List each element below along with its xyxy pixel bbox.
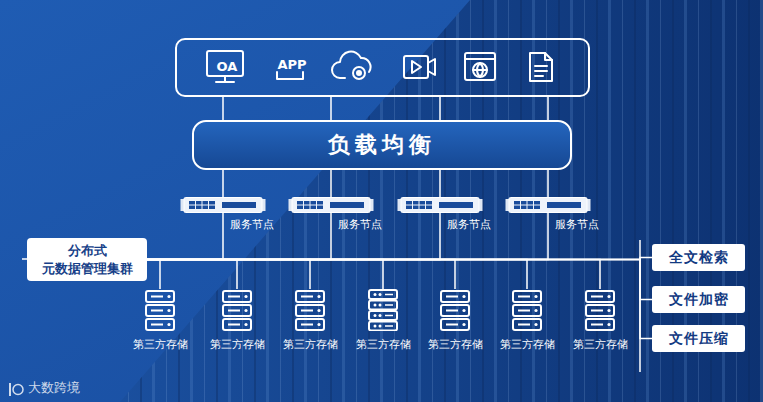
app-base [277,72,303,79]
storage-icon [369,290,397,331]
datacenter-photo [120,0,763,402]
node-text: 文件压缩 [669,330,729,348]
feature-box: 文件加密 [652,286,745,313]
node-text: 第三方存储 [500,338,555,351]
storage-icon [146,291,174,330]
node-text: 第三方存储 [283,338,338,351]
connector-line [147,213,440,260]
node-text: 服务节点 [447,218,491,231]
connector-line [147,260,237,289]
node-text: 分布式 元数据管理集群 [33,242,141,277]
node-text: 第三方存储 [356,338,411,351]
node-text: 服务节点 [230,218,274,231]
node-text: OA [217,60,238,73]
connector-line [439,170,441,197]
watermark-text: 大数跨境 [28,380,80,396]
server-rack [289,198,374,213]
web-icon [465,53,495,80]
connector-line [147,260,455,289]
document-icon [530,53,552,81]
storage-node: 第三方存储 [205,289,269,331]
node-text: 服务节点 [555,218,599,231]
node-text: 负载均衡 [328,130,436,160]
storage-node: 第三方存储 [423,289,487,331]
monitor-stand [216,76,234,82]
server-rack [506,198,591,213]
connector-line [147,260,652,339]
connector-line [147,260,652,300]
node-text: 全文检索 [669,249,729,267]
monitor-icon [207,51,243,76]
connector-line [147,260,160,289]
storage-node: 第三方存储 [495,289,559,331]
storage-node: 第三方存储 [351,289,415,331]
service-node: 服务节点 [505,197,591,213]
connector-line [147,260,527,289]
connector-line [222,170,224,197]
watermark-logo [10,383,23,396]
feature-box: 文件压缩 [652,325,745,352]
connector-line [223,97,548,120]
feature-box: 全文检索 [652,244,745,271]
node-text: 第三方存储 [573,338,628,351]
storage-icon [441,291,469,330]
service-node: 服务节点 [288,197,374,213]
storage-icon [223,291,251,330]
storage-node: 第三方存储 [278,289,342,331]
storage-icon [296,291,324,330]
storage-icon [513,291,541,330]
storage-node: 第三方存储 [128,289,192,331]
node-text: 文件加密 [669,291,729,309]
app-icons [207,51,552,82]
connector-line [147,260,383,289]
connector-line [147,213,223,260]
metadata-cluster-box: 分布式 元数据管理集群 [27,238,147,281]
load-balancer-box: 负载均衡 [192,120,572,170]
app-layer-box: OA APP [175,38,590,97]
cloud-icon [332,52,371,79]
rack-stripes [120,0,763,402]
storage-icon [586,291,614,330]
connector-line [547,170,549,197]
storage-node: 第三方存储 [568,289,632,331]
connector-line [147,260,600,289]
node-text: 第三方存储 [210,338,265,351]
video-icon [404,56,435,78]
connector-line [330,170,332,197]
node-text: 服务节点 [338,218,382,231]
connector-line [147,213,548,260]
server-rack [398,198,483,213]
server-rack [181,198,266,213]
node-text: 第三方存储 [133,338,188,351]
service-node: 服务节点 [397,197,483,213]
service-node: 服务节点 [180,197,266,213]
node-text: 第三方存储 [428,338,483,351]
connector-line [147,213,331,260]
connector-line [147,260,310,289]
node-text: APP [277,58,306,71]
